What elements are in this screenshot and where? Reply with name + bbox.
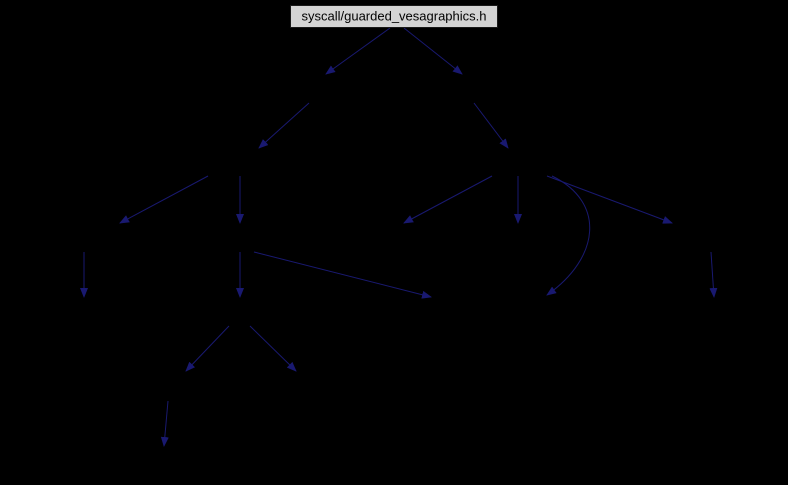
graph-edge-level5-to-right-child [249,325,297,372]
graph-edge-root-to-child-left [325,27,391,75]
root-node: syscall/guarded_vesagraphics.h [290,5,498,28]
graph-edge-level3-right-skip-curve [546,175,591,296]
graph-edge-level2-left-to-level3-left [258,102,310,149]
graph-edge-level6-left-down [160,400,169,447]
edge-layer [80,27,718,447]
graph-edge-level3-left-to-far-left [119,175,209,224]
graph-edge-level5-to-left-child [185,325,230,372]
graph-edge-level3-right-to-far-right [546,175,673,224]
root-node-box [290,5,498,28]
graph-edge-level4-mid-to-center [253,251,432,299]
graph-edge-level3-right-to-mid [403,175,493,224]
graph-edge-root-to-child-right [403,27,463,75]
graph-edge-far-right-down [709,251,718,298]
graph-edge-level2-right-to-level3-right [473,102,509,149]
root-node-label: syscall/guarded_vesagraphics.h [302,9,487,24]
